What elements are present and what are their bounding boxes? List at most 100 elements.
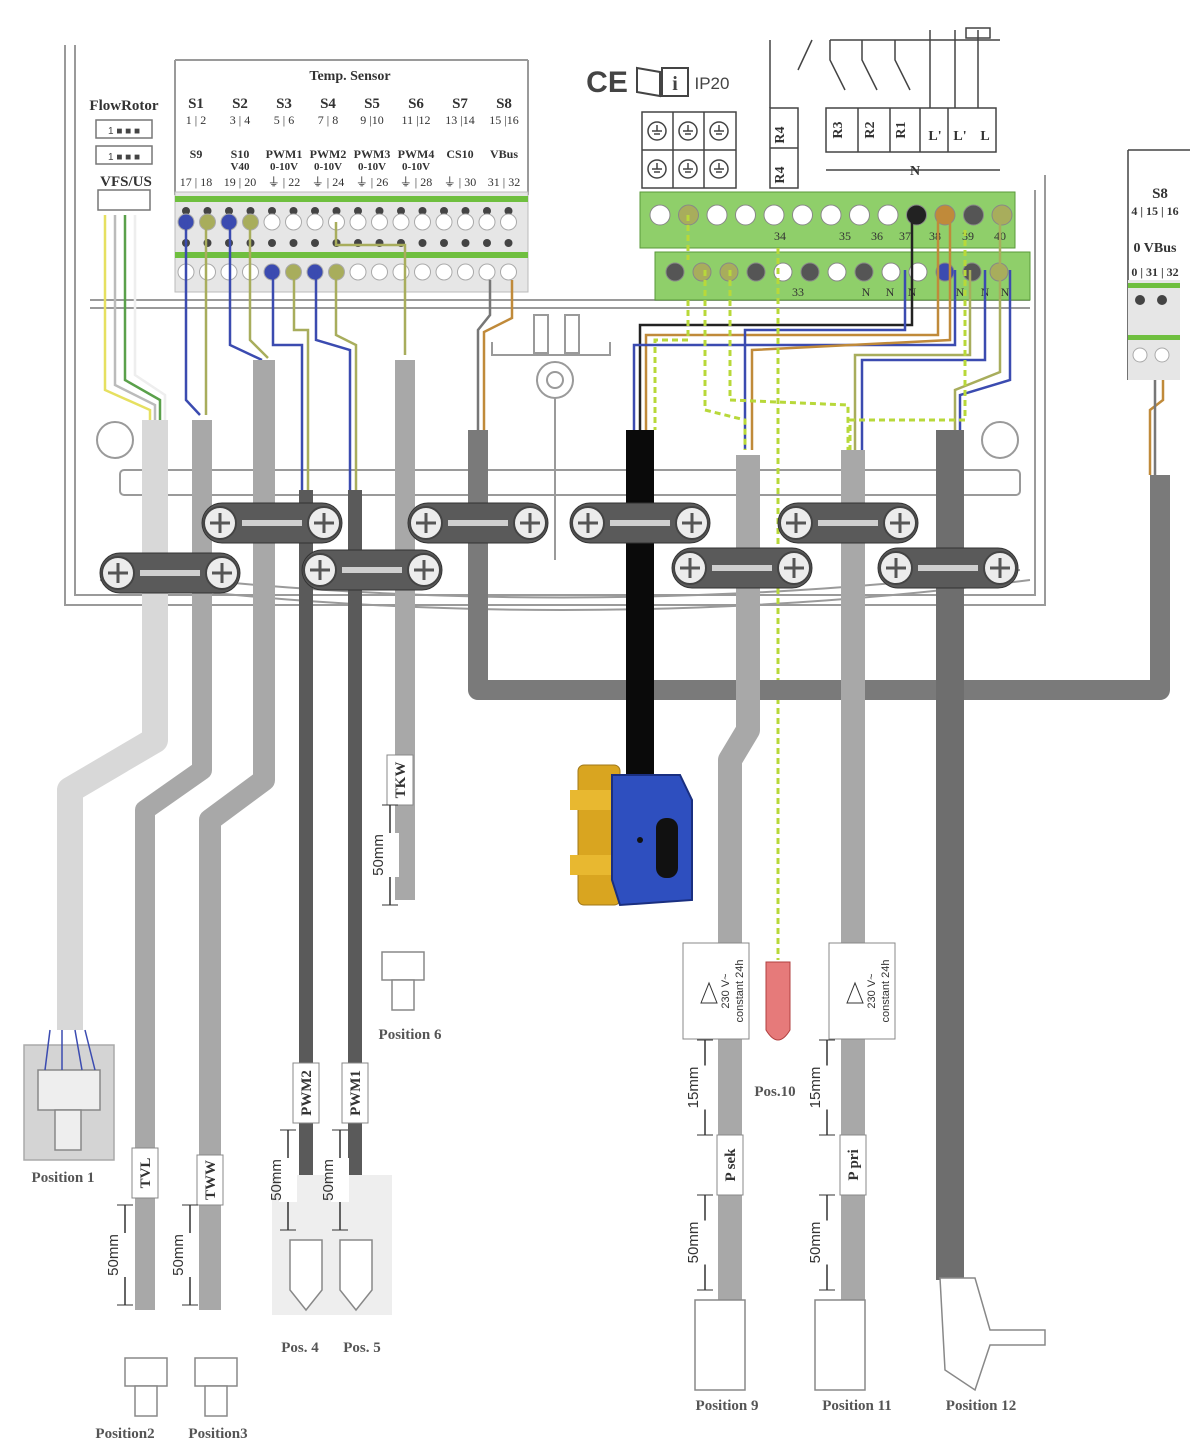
cable-gland bbox=[99, 552, 241, 594]
dimension-label: 15mm bbox=[807, 1067, 824, 1109]
cable-tag: PWM2 bbox=[299, 1070, 315, 1116]
header-labels: Temp. Sensor FlowRotor VFS/US bbox=[89, 69, 390, 190]
relay-terminal-number: 36 bbox=[871, 229, 883, 243]
lower-terminal-pins: ⏚ | 28 bbox=[400, 175, 432, 189]
dimension-label: 50mm bbox=[268, 1159, 285, 1201]
sensor-terminal-s7: S7 bbox=[452, 96, 468, 112]
lower-terminal-cs10: CS10 bbox=[446, 147, 473, 161]
position-label: Pos.10 bbox=[754, 1084, 795, 1100]
cable-tag: TKW bbox=[393, 762, 409, 799]
inset-s8-label: S8 bbox=[1152, 186, 1168, 202]
flowrotor-label: FlowRotor bbox=[89, 98, 158, 114]
sensor-terminal-block bbox=[174, 191, 529, 293]
dimension-label: 50mm bbox=[807, 1222, 824, 1264]
cable-tag: TVL bbox=[138, 1158, 154, 1189]
cable-tag: P pri bbox=[846, 1149, 862, 1180]
relay-terminal-number: N bbox=[862, 285, 871, 299]
info-icon: i bbox=[672, 73, 678, 95]
relay-terminal-number: 37 bbox=[899, 229, 911, 243]
sensor-terminal-s8: S8 bbox=[496, 96, 512, 112]
sensor-terminal-s1: S1 bbox=[188, 96, 204, 112]
cable-gland bbox=[301, 549, 443, 591]
position-label: Position 6 bbox=[379, 1027, 442, 1043]
sensor-terminal-s4: S4 bbox=[320, 96, 336, 112]
sensor-terminal-pins: 15 |16 bbox=[489, 113, 518, 127]
sensor-terminal-pins: 13 |14 bbox=[445, 113, 474, 127]
relay-label: L' bbox=[928, 129, 941, 144]
position-label: Pos. 4 bbox=[281, 1340, 319, 1356]
relay-terminal-number: N bbox=[1001, 285, 1010, 299]
lower-terminal-pwm3: PWM3 bbox=[354, 147, 391, 161]
inset-vbus-pins: 0 | 31 | 32 bbox=[1131, 265, 1178, 279]
vbus-inset: S8 4 | 15 | 16 0 VBus 0 | 31 | 32 bbox=[1127, 149, 1190, 380]
dimension-label: 50mm bbox=[685, 1222, 702, 1264]
sensor-terminal-s2: S2 bbox=[232, 96, 248, 112]
lower-terminal-pins: ⏚ | 22 bbox=[268, 175, 300, 189]
cable-gland bbox=[877, 547, 1019, 589]
position-label: Position 9 bbox=[696, 1398, 759, 1414]
relay-lines bbox=[769, 27, 1000, 189]
vfs-us-label: VFS/US bbox=[100, 174, 152, 190]
relay-terminal-number: 33 bbox=[792, 285, 804, 299]
lower-terminal-pwm1: PWM1 bbox=[266, 147, 303, 161]
temp-sensor-title: Temp. Sensor bbox=[309, 69, 390, 84]
lower-terminal-pwm4: PWM4 bbox=[398, 147, 435, 161]
relay-label: L bbox=[980, 129, 989, 144]
lower-terminal-pins: ⏚ | 24 bbox=[312, 175, 344, 189]
earth-terminal-grid bbox=[641, 111, 737, 189]
ce-label: CE bbox=[586, 66, 628, 99]
relay-terminal-number: 34 bbox=[774, 229, 786, 243]
sensor-terminal-pins: 7 | 8 bbox=[318, 113, 338, 127]
lower-terminal-s10: S10 bbox=[231, 147, 250, 161]
lower-terminal-pins: 17 | 18 bbox=[180, 175, 212, 189]
dimension-label: 15mm bbox=[685, 1067, 702, 1109]
svg-text:1 ■ ■ ■: 1 ■ ■ ■ bbox=[108, 126, 140, 137]
warning-voltage: 230 V~ bbox=[720, 973, 732, 1008]
position-label: Position 12 bbox=[946, 1398, 1016, 1414]
dimension-label: 50mm bbox=[320, 1159, 337, 1201]
position-label: Position 1 bbox=[32, 1170, 95, 1186]
lower-terminal-sub: 0-10V bbox=[402, 161, 430, 173]
motorized-valve bbox=[570, 764, 693, 907]
position-label: Position2 bbox=[95, 1426, 154, 1442]
warning-note: constant 24h bbox=[734, 960, 746, 1023]
lower-terminal-sub: 0-10V bbox=[270, 161, 298, 173]
earth-wires bbox=[653, 215, 967, 960]
lower-terminal-s9: S9 bbox=[190, 147, 203, 161]
warning-note: constant 24h bbox=[880, 960, 892, 1023]
cable-tag: P sek bbox=[723, 1148, 739, 1182]
cable-tag: PWM1 bbox=[348, 1070, 364, 1116]
relay-label: L' bbox=[953, 129, 966, 144]
sensor-terminal-pins: 11 |12 bbox=[402, 113, 431, 127]
relay-terminal-number: 35 bbox=[839, 229, 851, 243]
controller-housing bbox=[64, 45, 1046, 611]
position-label: Position 11 bbox=[822, 1398, 892, 1414]
relay-label: N bbox=[910, 164, 920, 179]
ip20-label: IP20 bbox=[695, 74, 730, 93]
relay-label: R2 bbox=[863, 121, 878, 138]
sensor-terminal-pins: 3 | 4 bbox=[230, 113, 250, 127]
cable-gland bbox=[777, 502, 919, 544]
lower-terminal-pins: 19 | 20 bbox=[224, 175, 256, 189]
crimp-terminal bbox=[765, 961, 791, 1041]
svg-text:1 ■ ■ ■: 1 ■ ■ ■ bbox=[108, 152, 140, 163]
dimension-label: 50mm bbox=[370, 834, 387, 876]
inset-s8-pins: 4 | 15 | 16 bbox=[1131, 204, 1178, 218]
sensor-terminal-pins: 9 |10 bbox=[360, 113, 383, 127]
lower-terminal-sub: V40 bbox=[231, 161, 250, 173]
lower-terminal-pwm2: PWM2 bbox=[310, 147, 347, 161]
cable-gland bbox=[671, 547, 813, 589]
relay-label: R3 bbox=[831, 121, 846, 138]
lower-terminal-pins: ⏚ | 30 bbox=[444, 175, 476, 189]
relay-terminal-number: N bbox=[886, 285, 895, 299]
lower-terminal-pins: ⏚ | 26 bbox=[356, 175, 388, 189]
dimension-label: 50mm bbox=[105, 1234, 122, 1276]
